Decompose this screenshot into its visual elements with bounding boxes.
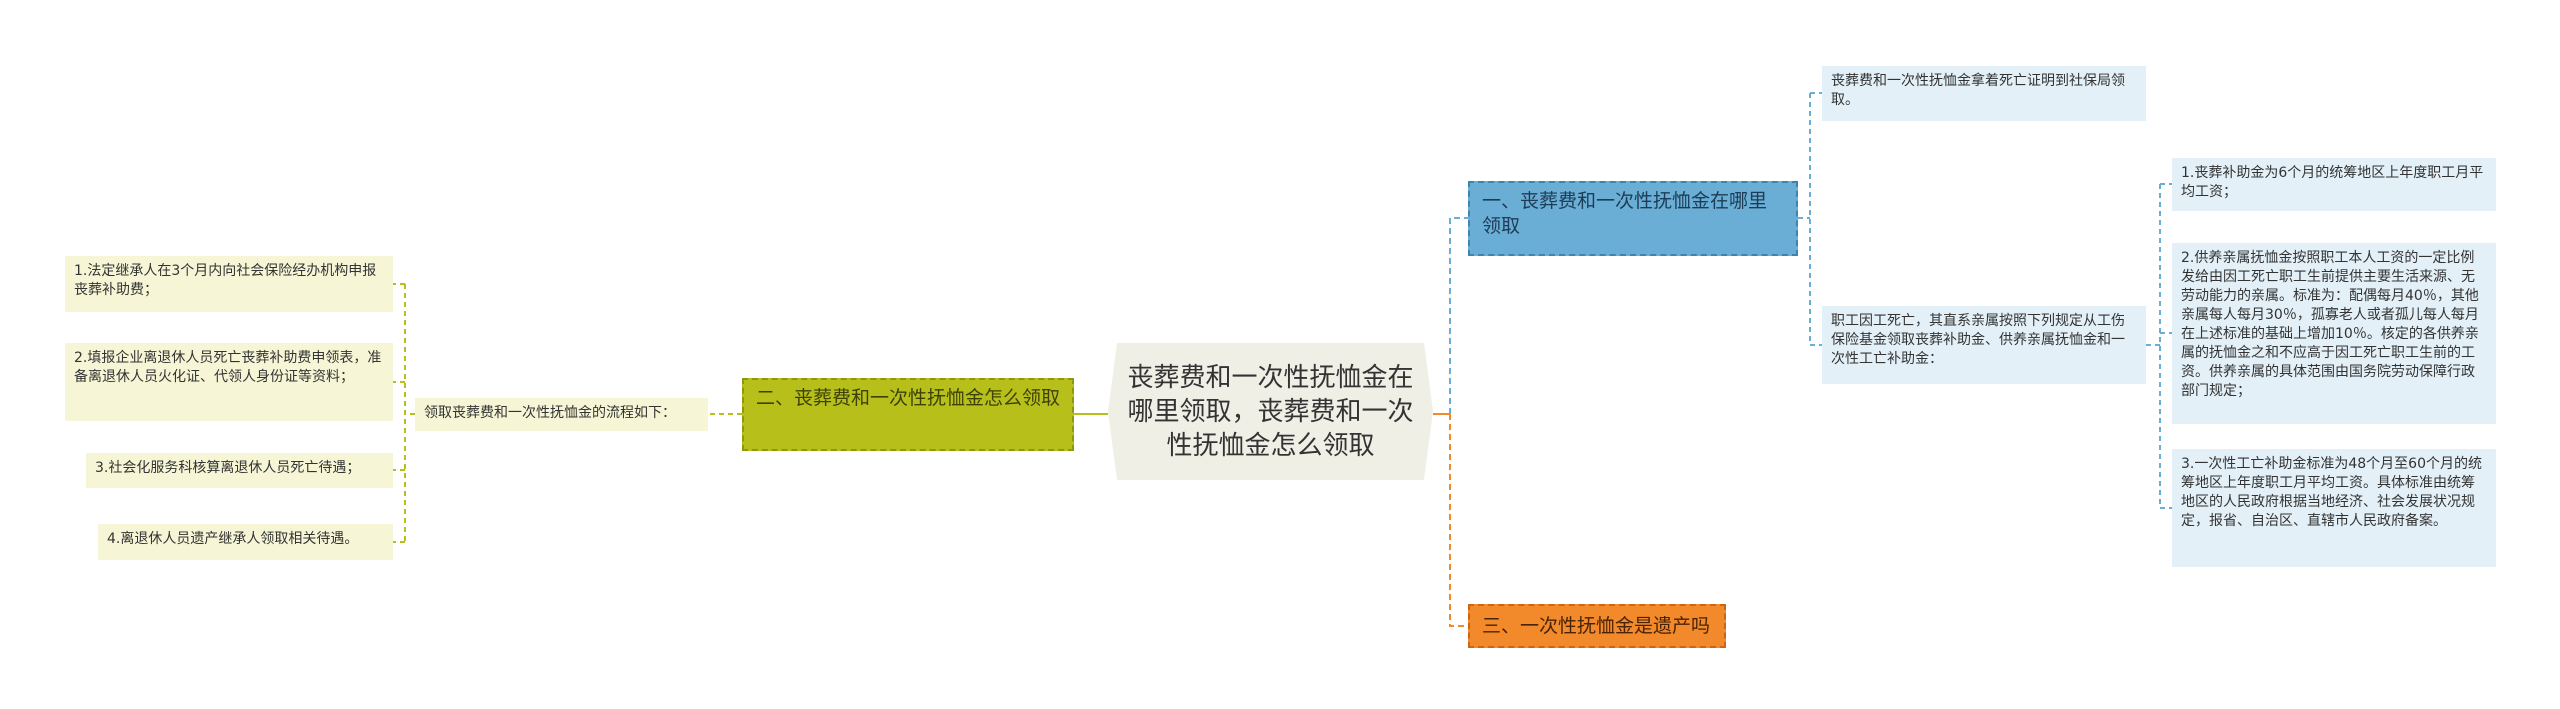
leaf-step-2-text: 2.填报企业离退休人员死亡丧葬补助费申领表，准备离退休人员火化证、代领人身份证等… bbox=[74, 350, 382, 385]
leaf-step-1-text: 1.法定继承人在3个月内向社会保险经办机构申报丧葬补助费； bbox=[74, 263, 377, 298]
leaf-step-3-text: 3.社会化服务科核算离退休人员死亡待遇； bbox=[95, 460, 361, 476]
leaf-step-4[interactable]: 4.离退休人员遗产继承人领取相关待遇。 bbox=[98, 524, 393, 560]
leaf-step-2[interactable]: 2.填报企业离退休人员死亡丧葬补助费申领表，准备离退休人员火化证、代领人身份证等… bbox=[65, 343, 393, 421]
leaf-step-1[interactable]: 1.法定继承人在3个月内向社会保险经办机构申报丧葬补助费； bbox=[65, 256, 393, 312]
leaf-one-time-death-subsidy[interactable]: 3.一次性工亡补助金标准为48个月至60个月的统筹地区上年度职工月平均工资。具体… bbox=[2172, 449, 2496, 567]
connector-blue-children bbox=[1798, 92, 1822, 346]
root-topic[interactable]: 丧葬费和一次性抚恤金在哪里领取，丧葬费和一次性抚恤金怎么领取 bbox=[1108, 343, 1433, 480]
branch-how-to-claim[interactable]: 二、丧葬费和一次性抚恤金怎么领取 bbox=[742, 378, 1074, 451]
connector-injury-items bbox=[2146, 183, 2172, 509]
branch-how-title: 二、丧葬费和一次性抚恤金怎么领取 bbox=[756, 387, 1061, 409]
leaf-step-3[interactable]: 3.社会化服务科核算离退休人员死亡待遇； bbox=[86, 453, 393, 488]
leaf-social-security-note[interactable]: 丧葬费和一次性抚恤金拿着死亡证明到社保局领取。 bbox=[1822, 66, 2146, 121]
leaf-funeral-subsidy-text: 1.丧葬补助金为6个月的统筹地区上年度职工月平均工资； bbox=[2181, 165, 2484, 200]
leaf-step-4-text: 4.离退休人员遗产继承人领取相关待遇。 bbox=[107, 531, 359, 547]
leaf-process-label[interactable]: 领取丧葬费和一次性抚恤金的流程如下： bbox=[415, 398, 708, 431]
leaf-dependent-pension[interactable]: 2.供养亲属抚恤金按照职工本人工资的一定比例发给由因工死亡职工生前提供主要生活来… bbox=[2172, 243, 2496, 424]
branch-where-to-claim[interactable]: 一、丧葬费和一次性抚恤金在哪里领取 bbox=[1468, 181, 1798, 256]
leaf-work-injury-death[interactable]: 职工因工死亡，其直系亲属按照下列规定从工伤保险基金领取丧葬补助金、供养亲属抚恤金… bbox=[1822, 306, 2146, 384]
branch-is-estate[interactable]: 三、一次性抚恤金是遗产吗 bbox=[1468, 604, 1726, 648]
connector-root-orange bbox=[1449, 414, 1468, 627]
leaf-social-security-text: 丧葬费和一次性抚恤金拿着死亡证明到社保局领取。 bbox=[1831, 73, 2125, 108]
leaf-funeral-subsidy[interactable]: 1.丧葬补助金为6个月的统筹地区上年度职工月平均工资； bbox=[2172, 158, 2496, 211]
leaf-work-injury-text: 职工因工死亡，其直系亲属按照下列规定从工伤保险基金领取丧葬补助金、供养亲属抚恤金… bbox=[1831, 313, 2125, 367]
connector-mid-steps bbox=[393, 283, 415, 543]
leaf-process-label-text: 领取丧葬费和一次性抚恤金的流程如下： bbox=[424, 405, 676, 421]
branch-where-title: 一、丧葬费和一次性抚恤金在哪里领取 bbox=[1482, 190, 1768, 237]
branch-estate-title: 三、一次性抚恤金是遗产吗 bbox=[1482, 615, 1711, 637]
root-topic-text: 丧葬费和一次性抚恤金在哪里领取，丧葬费和一次性抚恤金怎么领取 bbox=[1127, 362, 1414, 461]
connector-root-blue bbox=[1449, 217, 1468, 414]
leaf-dependent-pension-text: 2.供养亲属抚恤金按照职工本人工资的一定比例发给由因工死亡职工生前提供主要生活来… bbox=[2181, 250, 2479, 399]
leaf-one-time-death-subsidy-text: 3.一次性工亡补助金标准为48个月至60个月的统筹地区上年度职工月平均工资。具体… bbox=[2181, 456, 2482, 529]
